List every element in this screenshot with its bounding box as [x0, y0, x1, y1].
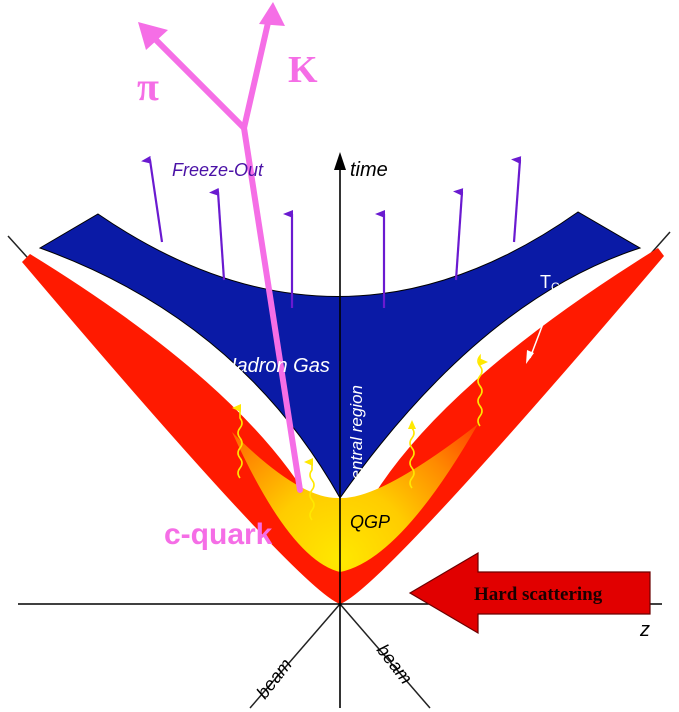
photon-emissions — [232, 353, 488, 521]
kaon-label: K — [288, 49, 318, 91]
freeze-out-arrow — [209, 187, 226, 281]
hard-scattering-arrow — [408, 551, 651, 635]
freeze-out-label: Freeze-Out — [172, 160, 264, 180]
freeze-out-arrow — [453, 188, 464, 281]
tc-label-main: T — [540, 272, 551, 292]
tc-label: TC — [540, 272, 560, 294]
beam-line-left — [249, 603, 341, 709]
pion-arrowhead — [138, 22, 168, 50]
z-axis-label: z — [639, 619, 650, 641]
photon-wavy-arrow — [304, 458, 315, 521]
pion-track — [147, 31, 247, 131]
kaon-track — [241, 11, 273, 131]
hard-scattering-label: Hard scattering — [474, 584, 603, 605]
freeze-out-arrow — [141, 155, 164, 243]
photon-wavy-arrow — [405, 424, 416, 489]
tc-pointer-head — [526, 350, 534, 364]
pion-label: π — [137, 64, 159, 109]
kaon-arrowhead — [259, 2, 285, 26]
tc-label-subscript: C — [551, 280, 560, 294]
photon-wavy-arrow — [232, 404, 243, 479]
qgp-label: QGP — [350, 512, 390, 532]
quark-tracks — [147, 11, 303, 493]
time-axis-label: time — [350, 159, 388, 181]
time-axis-arrowhead — [334, 152, 346, 170]
photon-wavy-arrow — [477, 353, 488, 427]
beam-right-label: beam — [373, 640, 416, 688]
qgp-region — [232, 424, 478, 572]
freeze-out-arrow — [511, 156, 522, 243]
central-region-label: central region — [347, 385, 366, 488]
hadron-gas-label: Hadron Gas — [222, 355, 330, 377]
tc-pointer-line — [529, 299, 553, 359]
c-quark-label: c-quark — [164, 518, 273, 551]
beam-line-right — [339, 603, 431, 709]
freeze-out-arrows — [141, 155, 522, 308]
c-quark-track — [241, 125, 303, 493]
